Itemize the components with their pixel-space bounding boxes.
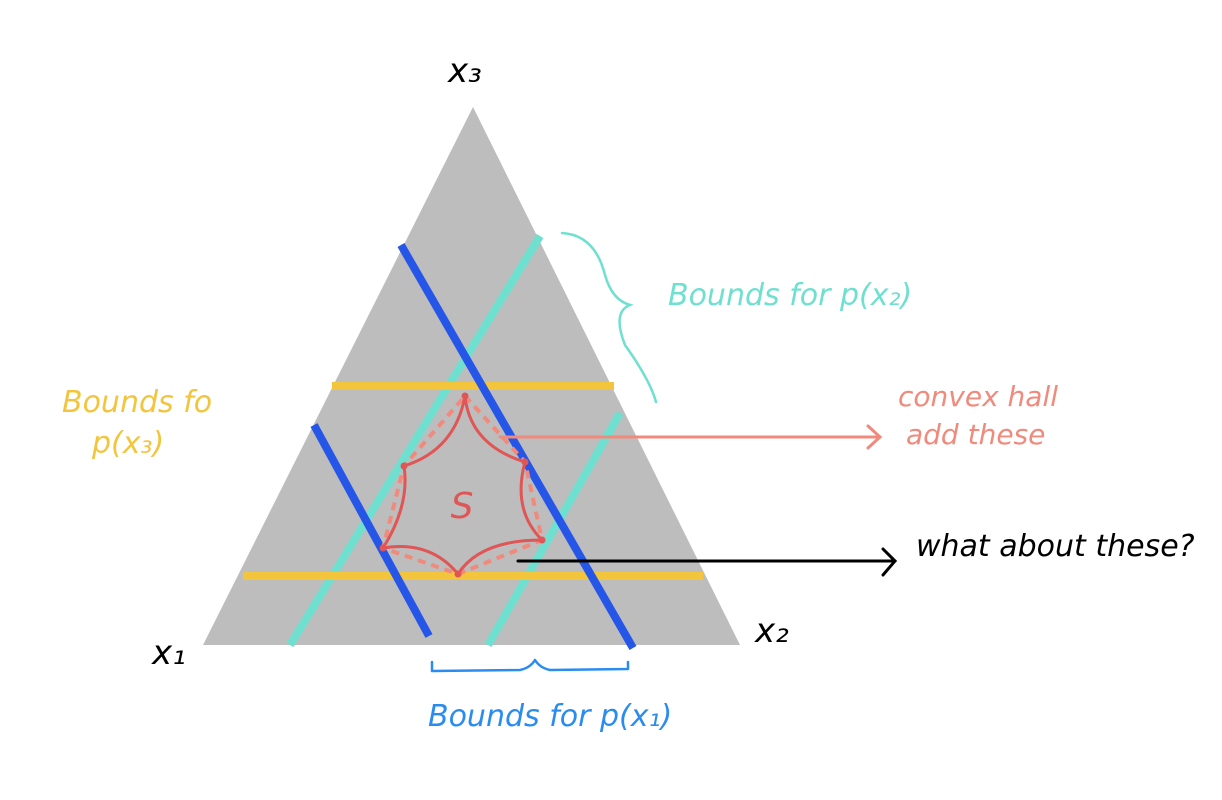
vertex-dot xyxy=(461,392,469,400)
label-convex-hull-line1: convex hall xyxy=(898,380,1058,413)
vertex-dot xyxy=(454,570,462,578)
vertex-dot xyxy=(521,458,529,466)
convex-hull-arrow xyxy=(498,424,883,450)
simplex-triangle xyxy=(203,107,740,645)
vertex-label-x3: x₃ xyxy=(447,51,482,91)
label-what-about: what about these? xyxy=(916,529,1195,564)
label-bounds-x1: Bounds for p(x₁) xyxy=(428,699,672,734)
label-bounds-x3-line2: p(x₃) xyxy=(91,426,164,461)
vertex-dot xyxy=(379,544,387,552)
set-s-label: S xyxy=(451,486,474,527)
vertex-label-x2: x₂ xyxy=(754,611,789,651)
brace-x1 xyxy=(430,658,630,673)
label-convex-hull-line2: add these xyxy=(906,418,1045,451)
set-s-vertices xyxy=(379,392,546,578)
label-bounds-x2: Bounds for p(x₂) xyxy=(668,278,912,313)
bounds-x1-line-right xyxy=(397,243,637,650)
bounds-x2-line-lower xyxy=(484,411,624,647)
label-bounds-x3-line1: Bounds fo xyxy=(62,385,212,420)
vertex-dot xyxy=(400,462,408,470)
vertex-label-x1: x₁ xyxy=(151,633,186,673)
what-about-arrow xyxy=(516,547,898,577)
bounds-x1-lines xyxy=(310,243,637,650)
bounds-x3-lines xyxy=(243,382,703,580)
vertex-dot xyxy=(538,536,546,544)
brace-x2 xyxy=(560,231,658,404)
bounds-x1-line-left xyxy=(310,423,433,638)
